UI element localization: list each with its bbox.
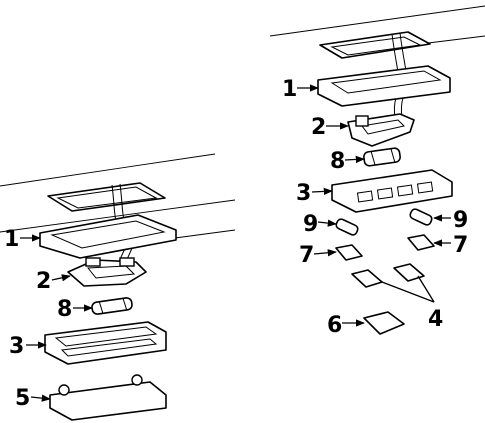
callout-right-9a: 9	[303, 212, 318, 237]
callout-right-1: 1	[282, 77, 297, 102]
callout-right-7a: 7	[299, 243, 314, 268]
left-lamp-assembly	[44, 321, 167, 365]
right-small-lenses	[335, 234, 435, 261]
right-leader-lines	[297, 84, 451, 327]
callout-left-8: 8	[57, 297, 72, 322]
callout-left-3: 3	[9, 334, 24, 359]
callout-right-9b: 9	[453, 208, 468, 233]
left-bulb	[91, 297, 133, 315]
left-bracket	[67, 257, 147, 287]
callout-left-1: 1	[4, 227, 19, 252]
left-roof-opening	[47, 182, 166, 212]
left-roof-lines	[0, 153, 236, 239]
callout-left-2: 2	[36, 269, 51, 294]
left-lamp-housing	[39, 214, 177, 259]
right-assembly: 1 2 8 3 9 9 7 7 6 4	[269, 5, 485, 338]
callout-right-6: 6	[327, 313, 342, 338]
right-bulb	[363, 147, 401, 167]
right-lamp-housing	[317, 65, 451, 107]
right-switches	[351, 263, 425, 288]
callout-right-3: 3	[296, 181, 311, 206]
right-lamp-assembly	[331, 169, 453, 213]
callout-right-4: 4	[428, 307, 443, 332]
left-lens-cover	[49, 374, 167, 421]
callout-right-2: 2	[311, 115, 326, 140]
callout-right-7b: 7	[453, 233, 468, 258]
right-roof-lines	[269, 5, 485, 45]
callout-left-5: 5	[15, 386, 30, 411]
left-leader-lines	[20, 234, 93, 402]
right-bracket	[347, 113, 415, 147]
right-roof-opening	[319, 31, 431, 59]
right-lens	[363, 311, 405, 335]
callout-right-8: 8	[330, 149, 345, 174]
left-assembly: 1 2 8 3 5	[0, 153, 236, 421]
right-small-bulbs	[335, 208, 433, 236]
